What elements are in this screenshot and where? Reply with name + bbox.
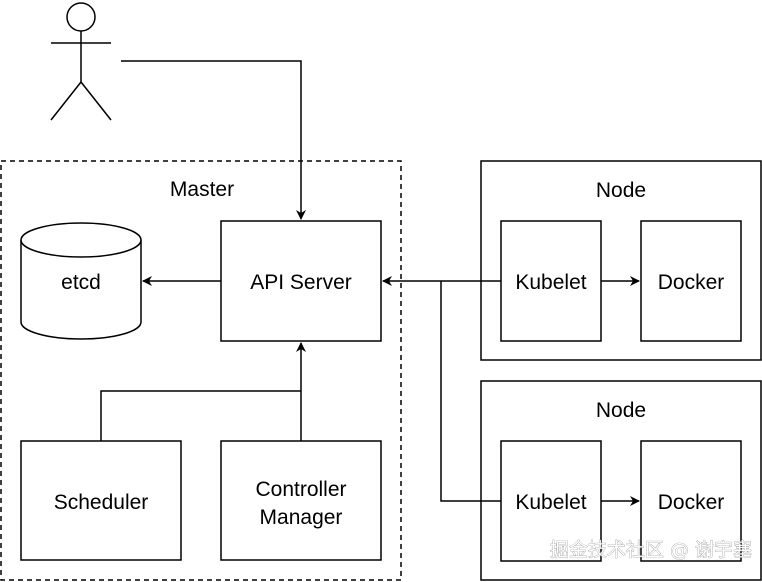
user-actor-icon bbox=[50, 2, 112, 121]
edge-scheduler-to-api-server bbox=[100, 390, 301, 441]
node-2-title: Node bbox=[596, 399, 646, 422]
node-2-docker bbox=[640, 440, 742, 562]
node-2-kubelet-label: Kubelet bbox=[515, 491, 586, 514]
master-group bbox=[0, 160, 402, 581]
node-1-kubelet-label: Kubelet bbox=[515, 271, 586, 294]
watermark: 掘金技术社区 @ 谢宇塞 bbox=[550, 539, 752, 561]
api-server-label: API Server bbox=[250, 271, 352, 294]
controller-manager: Controller Manager bbox=[220, 440, 382, 561]
controller-manager-label-line2: Manager bbox=[260, 506, 343, 529]
controller-manager-label-line1: Controller bbox=[255, 478, 346, 501]
master-title: Master bbox=[170, 178, 234, 201]
edge-node-2-kubelet-to-api-server bbox=[440, 281, 501, 502]
node-1: Node Kubelet Docker bbox=[480, 160, 762, 361]
api-server: API Server bbox=[220, 220, 382, 342]
edge-user-to-api-server bbox=[121, 60, 306, 220]
node-2: Node Kubelet Docker bbox=[480, 380, 762, 581]
node-1-docker bbox=[640, 220, 742, 342]
etcd-database: etcd bbox=[20, 222, 142, 340]
node-1-title: Node bbox=[596, 179, 646, 202]
scheduler-label: Scheduler bbox=[54, 491, 149, 514]
etcd-label: etcd bbox=[61, 271, 101, 294]
node-2-docker-label: Docker bbox=[658, 491, 725, 514]
node-1-docker-label: Docker bbox=[658, 271, 725, 294]
scheduler: Scheduler bbox=[20, 440, 182, 561]
